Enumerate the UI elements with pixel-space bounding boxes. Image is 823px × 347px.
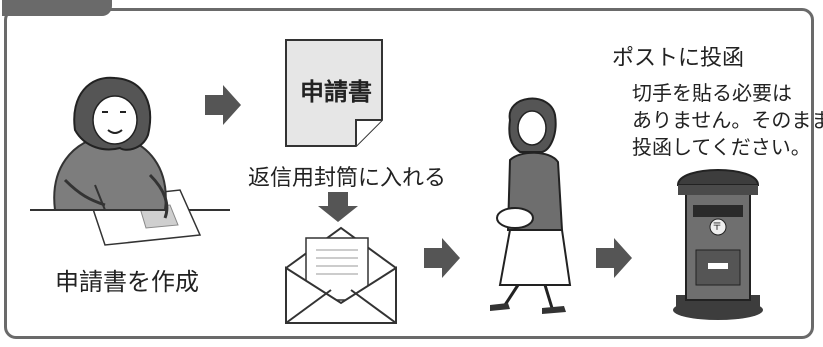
header-tab — [2, 0, 112, 16]
insert-envelope-caption: 返信用封筒に入れる — [248, 166, 447, 191]
application-document-icon — [285, 39, 383, 147]
postbox-icon — [673, 169, 763, 320]
post-note-line1: 切手を貼る必要は — [632, 81, 792, 105]
fill-form-caption: 申請書を作成 — [55, 268, 199, 296]
envelope-icon — [285, 226, 397, 324]
post-note-line2: ありません。そのまま — [632, 108, 823, 132]
person-writing-illustration — [30, 76, 230, 246]
arrow-right-icon — [205, 85, 241, 125]
person-walking-illustration — [490, 97, 572, 314]
document-title: 申請書 — [300, 78, 372, 106]
post-note-line3: 投函してください。 — [632, 135, 811, 159]
arrow-right-icon — [424, 238, 460, 278]
arrow-right-icon — [596, 238, 632, 278]
postbox-mark: 〒 — [712, 222, 722, 233]
post-title: ポストに投函 — [612, 46, 745, 71]
arrow-down-icon — [318, 192, 358, 222]
